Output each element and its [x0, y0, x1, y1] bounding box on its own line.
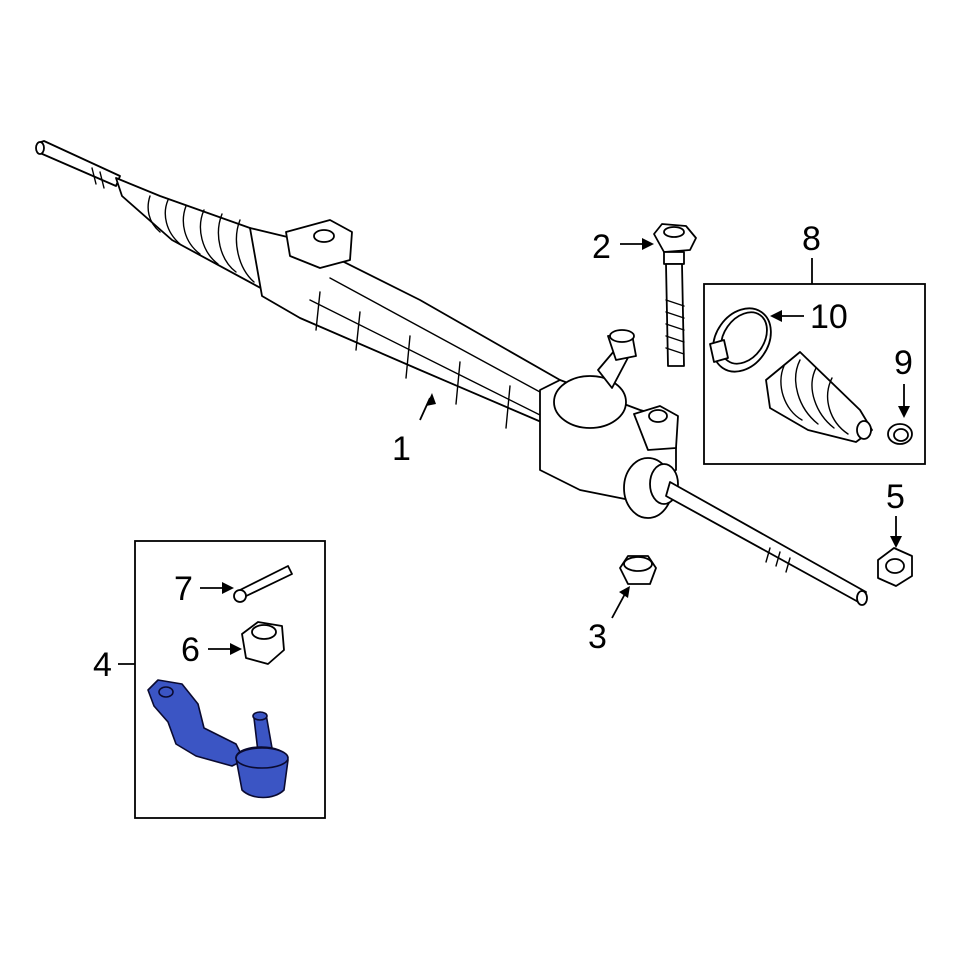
callout-3: 3 [588, 618, 607, 656]
clamp-part-10[interactable] [701, 297, 783, 383]
callout-10: 10 [810, 298, 848, 336]
small-clamp-part-9[interactable] [887, 423, 913, 445]
bellows-boot[interactable] [765, 351, 873, 443]
leader-lines [118, 238, 910, 665]
callout-2: 2 [592, 228, 611, 266]
callout-9: 9 [894, 344, 913, 382]
steering-rack-part-1[interactable] [35, 140, 868, 606]
callout-6: 6 [181, 631, 200, 669]
cotter-pin-part-7[interactable] [233, 565, 293, 603]
tie-rod-end-box-part-4 [134, 540, 326, 819]
callout-1: 1 [392, 430, 411, 468]
hex-nut-part-5[interactable] [877, 547, 913, 587]
bolt-part-2[interactable] [653, 223, 697, 367]
callout-8: 8 [802, 220, 821, 258]
boot-kit-box-part-8 [703, 283, 926, 465]
tie-rod-end-part-4-highlighted[interactable] [147, 679, 289, 799]
callout-7: 7 [174, 570, 193, 608]
nut-part-3[interactable] [619, 555, 657, 585]
callout-4: 4 [93, 646, 112, 684]
callout-5: 5 [886, 478, 905, 516]
castle-nut-part-6[interactable] [241, 621, 285, 665]
